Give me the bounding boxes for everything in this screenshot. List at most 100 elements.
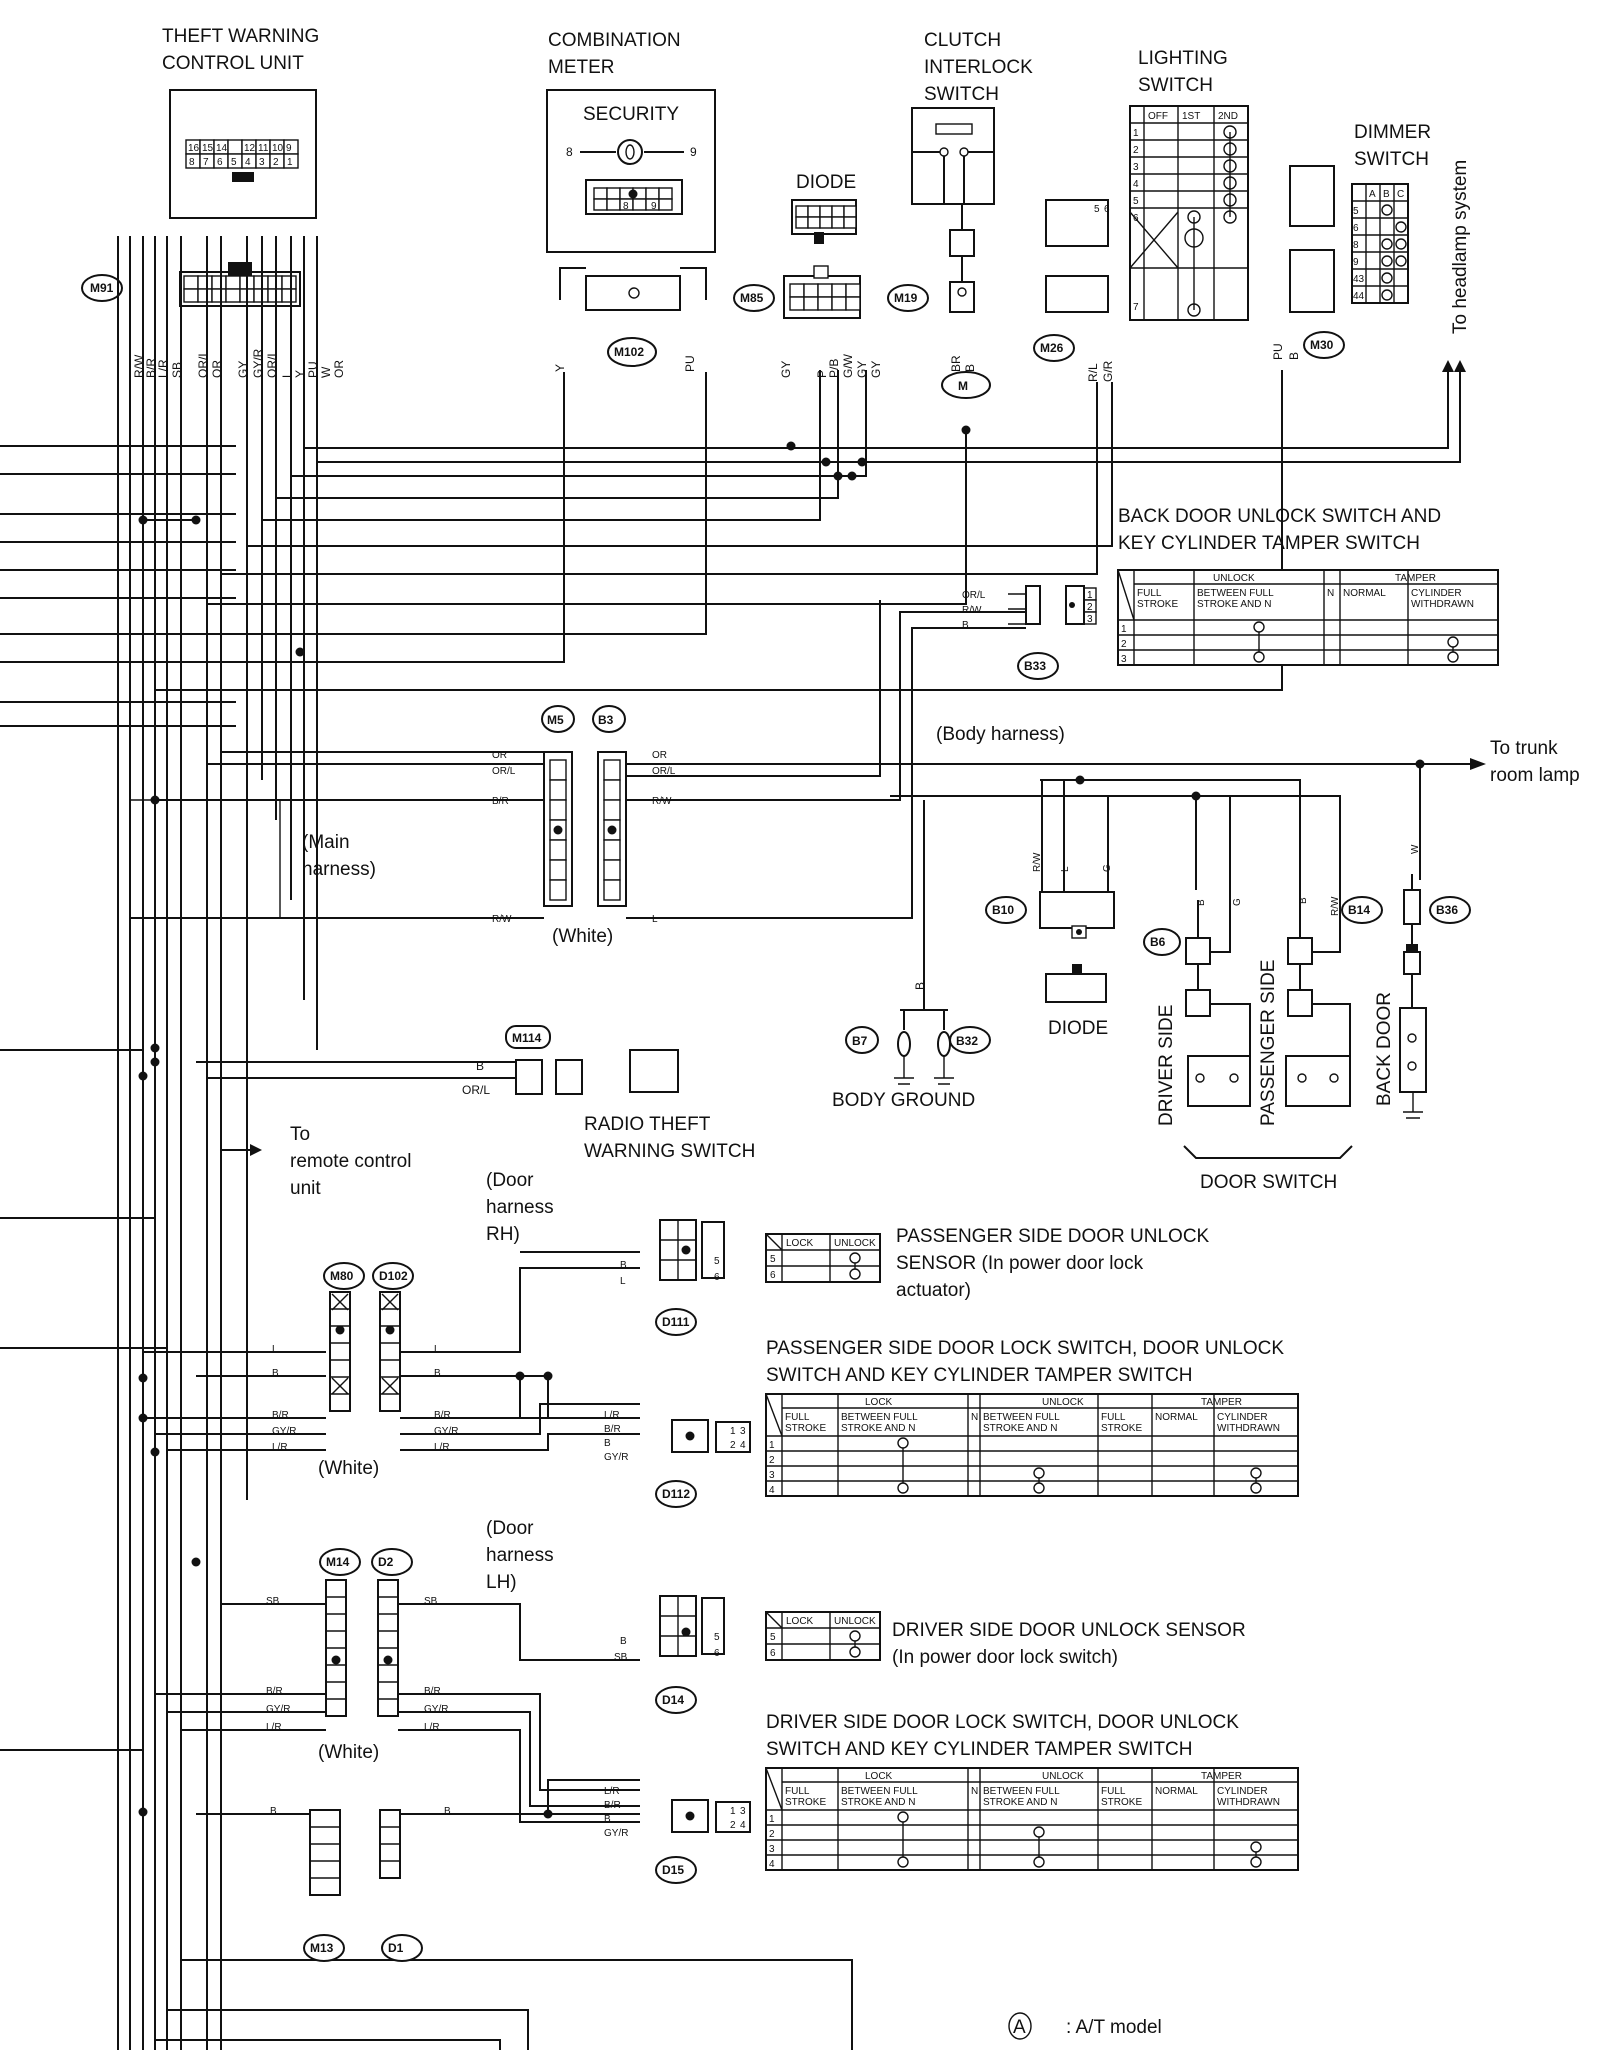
svg-text:5: 5 [1094, 204, 1100, 215]
pin-cell [225, 288, 241, 303]
table-group-header: TAMPER [1395, 573, 1436, 584]
pin-cell [197, 275, 213, 290]
table-row-number: 4 [769, 1485, 775, 1496]
continuity-mark [1381, 238, 1393, 250]
text-line: (In power door lock switch) [892, 1647, 1118, 1668]
continuity-mark [1381, 272, 1393, 284]
text-line: SWITCH [1354, 149, 1429, 170]
text-line: SENSOR (In power door lock [896, 1253, 1144, 1274]
connector-label [655, 1856, 697, 1884]
splice-dot [833, 471, 843, 481]
arrow-head [1454, 360, 1466, 372]
harness-run [247, 382, 1113, 547]
table-row-number: 3 [769, 1844, 775, 1855]
table-header: NORMAL [1155, 1786, 1198, 1797]
splice-dot [191, 515, 201, 525]
connector-label [303, 1934, 345, 1962]
pin-cell [831, 296, 847, 311]
pin-cell [549, 839, 567, 861]
pin-cell [549, 779, 567, 801]
table-line [1117, 569, 1135, 621]
pin-cell [211, 275, 227, 290]
pin-cell [603, 859, 621, 881]
splice-dot [335, 1325, 345, 1335]
wire-label: L/R [272, 1442, 288, 1453]
table-header: LOCK [786, 1238, 814, 1249]
connector-label [655, 1686, 697, 1714]
ground-terminal [897, 1031, 911, 1057]
pin-cell [632, 198, 647, 211]
wire-label: R/W [962, 605, 982, 616]
wire-label: 4 [740, 1820, 746, 1831]
pin-number: 1 [1087, 590, 1093, 601]
table-group-header: UNLOCK [1042, 1397, 1084, 1408]
splice-dot [1191, 791, 1201, 801]
table-header: FULL [785, 1786, 810, 1797]
wire-label: B [444, 1806, 451, 1817]
wire-label: L/R [424, 1722, 440, 1733]
splice-dot [786, 441, 796, 451]
svg-text:B3: B3 [598, 713, 614, 727]
connector-body [671, 1419, 709, 1453]
legend: A : A/T model [1008, 2012, 1162, 2040]
pin-cell [549, 799, 567, 821]
wire-label: OR [332, 360, 346, 378]
table-header: STROKE AND N [841, 1797, 915, 1808]
table-row-number: 5 [770, 1632, 776, 1643]
table-header: B [1383, 189, 1390, 200]
wire [1197, 964, 1351, 1056]
table-header: UNLOCK [834, 1238, 876, 1249]
table-row-number: 1 [769, 1440, 775, 1451]
wire-label: L/R [604, 1786, 620, 1797]
connector-id: D102 [379, 1269, 408, 1283]
arrow-head [1442, 360, 1454, 372]
combination-meter-box [546, 89, 716, 253]
pin-number: 9 [651, 201, 657, 212]
continuity-mark [1381, 255, 1393, 267]
svg-text:M114: M114 [512, 1031, 542, 1045]
connector-label [323, 1262, 365, 1290]
wire-label: B [604, 1814, 611, 1825]
splice-dot [1075, 775, 1085, 785]
table-header: STROKE [1101, 1797, 1142, 1808]
connector-label [319, 1548, 361, 1576]
wire-label: B/R [424, 1686, 441, 1697]
wire-label: L/R [434, 1442, 450, 1453]
wire-label: 2 [730, 1440, 736, 1451]
pin-dot [607, 825, 617, 835]
table-row-number: 3 [1121, 654, 1127, 665]
wire [1008, 593, 1026, 625]
splice-dot [138, 1807, 148, 1817]
pin-cell [603, 759, 621, 781]
pin-number: 12 [244, 143, 256, 154]
connector-id: D112 [662, 1487, 690, 1501]
wire-label: OR/L [962, 590, 986, 601]
x-mark [381, 1293, 399, 1311]
pin-cell [211, 288, 227, 303]
wire-label: B [962, 620, 969, 631]
terminal [1329, 1073, 1339, 1083]
text-line: room lamp [1490, 765, 1580, 786]
wire-label: L/R [604, 1410, 620, 1421]
wire-label: 3 [740, 1426, 746, 1437]
text-line: harness) [302, 859, 376, 880]
table-row-number: 2 [1121, 639, 1127, 650]
table-group-header: TAMPER [1201, 1771, 1242, 1782]
svg-text:BODY GROUND: BODY GROUND [832, 1090, 975, 1111]
wire-label: G [1232, 898, 1243, 906]
wire-label: GY/R [266, 1704, 290, 1715]
svg-text:G/R: G/R [1101, 360, 1115, 382]
pin-cell [183, 288, 199, 303]
harness-run [1195, 796, 1231, 890]
svg-text:B32: B32 [956, 1034, 978, 1048]
wire-label: G/W [841, 353, 855, 378]
connector-body [715, 1801, 751, 1833]
